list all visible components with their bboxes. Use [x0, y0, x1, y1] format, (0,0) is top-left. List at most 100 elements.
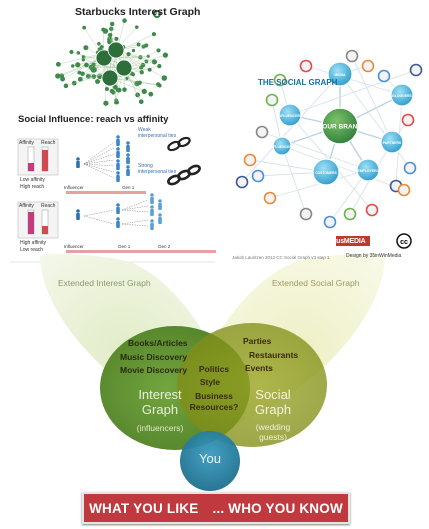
- graph-leaf-node: [235, 175, 249, 189]
- network-node: [97, 47, 102, 52]
- network-node: [138, 55, 143, 60]
- social-hub-label: MEDIA: [335, 73, 346, 77]
- low-affinity-label: Low affinity: [20, 177, 45, 183]
- network-node: [138, 99, 144, 105]
- social-graph-subtitle: (wedding guests): [238, 422, 308, 442]
- social-hub-node: [390, 83, 414, 107]
- influence-arrow: [83, 153, 115, 165]
- social-graph-title-line1: Social: [255, 387, 291, 402]
- network-node: [157, 83, 162, 88]
- network-node: [148, 91, 154, 97]
- gen1-label-bottom: Gen 1: [118, 244, 131, 249]
- person-icon: [116, 147, 120, 151]
- network-node: [144, 43, 149, 48]
- network-node: [99, 45, 104, 49]
- gen1-label-top: Gen 1: [122, 185, 135, 190]
- social-hub-node: [380, 130, 404, 154]
- chain-strong-icon: [167, 164, 201, 186]
- graph-leaf-node: [243, 153, 257, 167]
- network-node: [69, 49, 74, 55]
- social-graph-subtitle-line2: guests): [259, 432, 287, 442]
- starbucks-logo-icon: [153, 10, 161, 18]
- person-body: [150, 197, 154, 204]
- network-node: [114, 36, 119, 41]
- network-node: [105, 87, 109, 92]
- graph-link: [351, 55, 393, 143]
- social-hub-node: [327, 61, 353, 87]
- influence-arrow: [121, 205, 149, 211]
- social-hub-label: INFLUENCERS: [270, 145, 295, 149]
- affinity-label-bottom: Affinity: [19, 203, 34, 209]
- person-body: [126, 145, 130, 152]
- network-node: [83, 45, 89, 51]
- extended-social-graph-label: Extended Social Graph: [272, 278, 360, 288]
- graph-leaf-node: [323, 215, 337, 229]
- person-icon: [126, 165, 130, 169]
- person-icon: [76, 157, 80, 161]
- network-node: [151, 32, 157, 37]
- influence-arrow: [121, 223, 149, 227]
- social-graph-circle: [177, 323, 327, 447]
- interest-graph-title: Interest Graph: [125, 387, 195, 417]
- network-hub-node: [107, 41, 125, 59]
- person-icon: [116, 203, 120, 207]
- network-node: [139, 70, 144, 75]
- affinity-label-top: Affinity: [19, 140, 34, 146]
- network-node: [122, 87, 127, 92]
- affinity-fill-top: [28, 163, 34, 171]
- graph-link: [281, 145, 307, 215]
- network-node: [107, 32, 113, 38]
- social-influence-title: Social Influence: reach vs affinity: [18, 114, 169, 125]
- network-node: [91, 63, 96, 68]
- meritus-badge: [336, 236, 370, 246]
- graph-link: [241, 73, 341, 183]
- social-hub-label: INFLUENCERS: [278, 114, 303, 118]
- graph-leaf-node: [251, 169, 265, 183]
- interest-graph-subtitle: (influencers): [136, 423, 184, 433]
- network-node: [55, 73, 61, 79]
- graph-leaf-node: [365, 203, 379, 217]
- overlap-items: Politics Style Business Resources?: [186, 364, 242, 413]
- social-graph-circle-title: Social Graph: [238, 387, 308, 417]
- network-node: [80, 71, 85, 76]
- network-hub-node: [101, 69, 119, 87]
- overlap-item: Politics: [198, 364, 230, 374]
- network-node: [63, 83, 69, 89]
- meter-box-bottom: [17, 201, 59, 239]
- graph-leaf-node: [273, 73, 287, 87]
- network-node: [162, 52, 169, 58]
- chain-weak-icon: [167, 136, 191, 152]
- social-graph-title: THE SOCIAL GRAPH: [258, 78, 338, 87]
- influence-bar-top: [66, 191, 146, 194]
- influence-arrow: [83, 163, 115, 179]
- network-node: [141, 88, 147, 95]
- influencer-label-bottom: Influencer: [64, 244, 84, 249]
- influence-arrow: [121, 219, 149, 225]
- network-node: [137, 80, 142, 85]
- overlap-item: Business: [195, 391, 233, 401]
- venn-diagram: [40, 253, 385, 491]
- person-body: [116, 139, 120, 146]
- social-hub-node: [278, 103, 302, 127]
- network-node: [131, 72, 136, 77]
- network-node: [75, 62, 81, 68]
- network-node: [109, 21, 115, 27]
- graph-leaf-node: [403, 161, 417, 175]
- reach-fill-bottom: [42, 226, 48, 234]
- network-node: [136, 42, 141, 47]
- network-node: [97, 41, 101, 46]
- interest-item: Music Discovery: [120, 351, 188, 362]
- your-brand-node: [321, 107, 359, 145]
- you-label: You: [199, 451, 221, 466]
- gen2-label-bottom: Gen 2: [158, 244, 171, 249]
- graph-leaf-node: [343, 207, 357, 221]
- person-icon: [150, 219, 154, 223]
- tagline-banner: WHAT YOU LIKE ... WHO YOU KNOW: [82, 492, 350, 524]
- you-circle: [180, 431, 240, 491]
- network-hub-node: [115, 59, 133, 77]
- person-icon: [116, 159, 120, 163]
- graph-link: [269, 169, 369, 199]
- social-item: Parties: [243, 336, 272, 346]
- person-icon: [126, 141, 130, 145]
